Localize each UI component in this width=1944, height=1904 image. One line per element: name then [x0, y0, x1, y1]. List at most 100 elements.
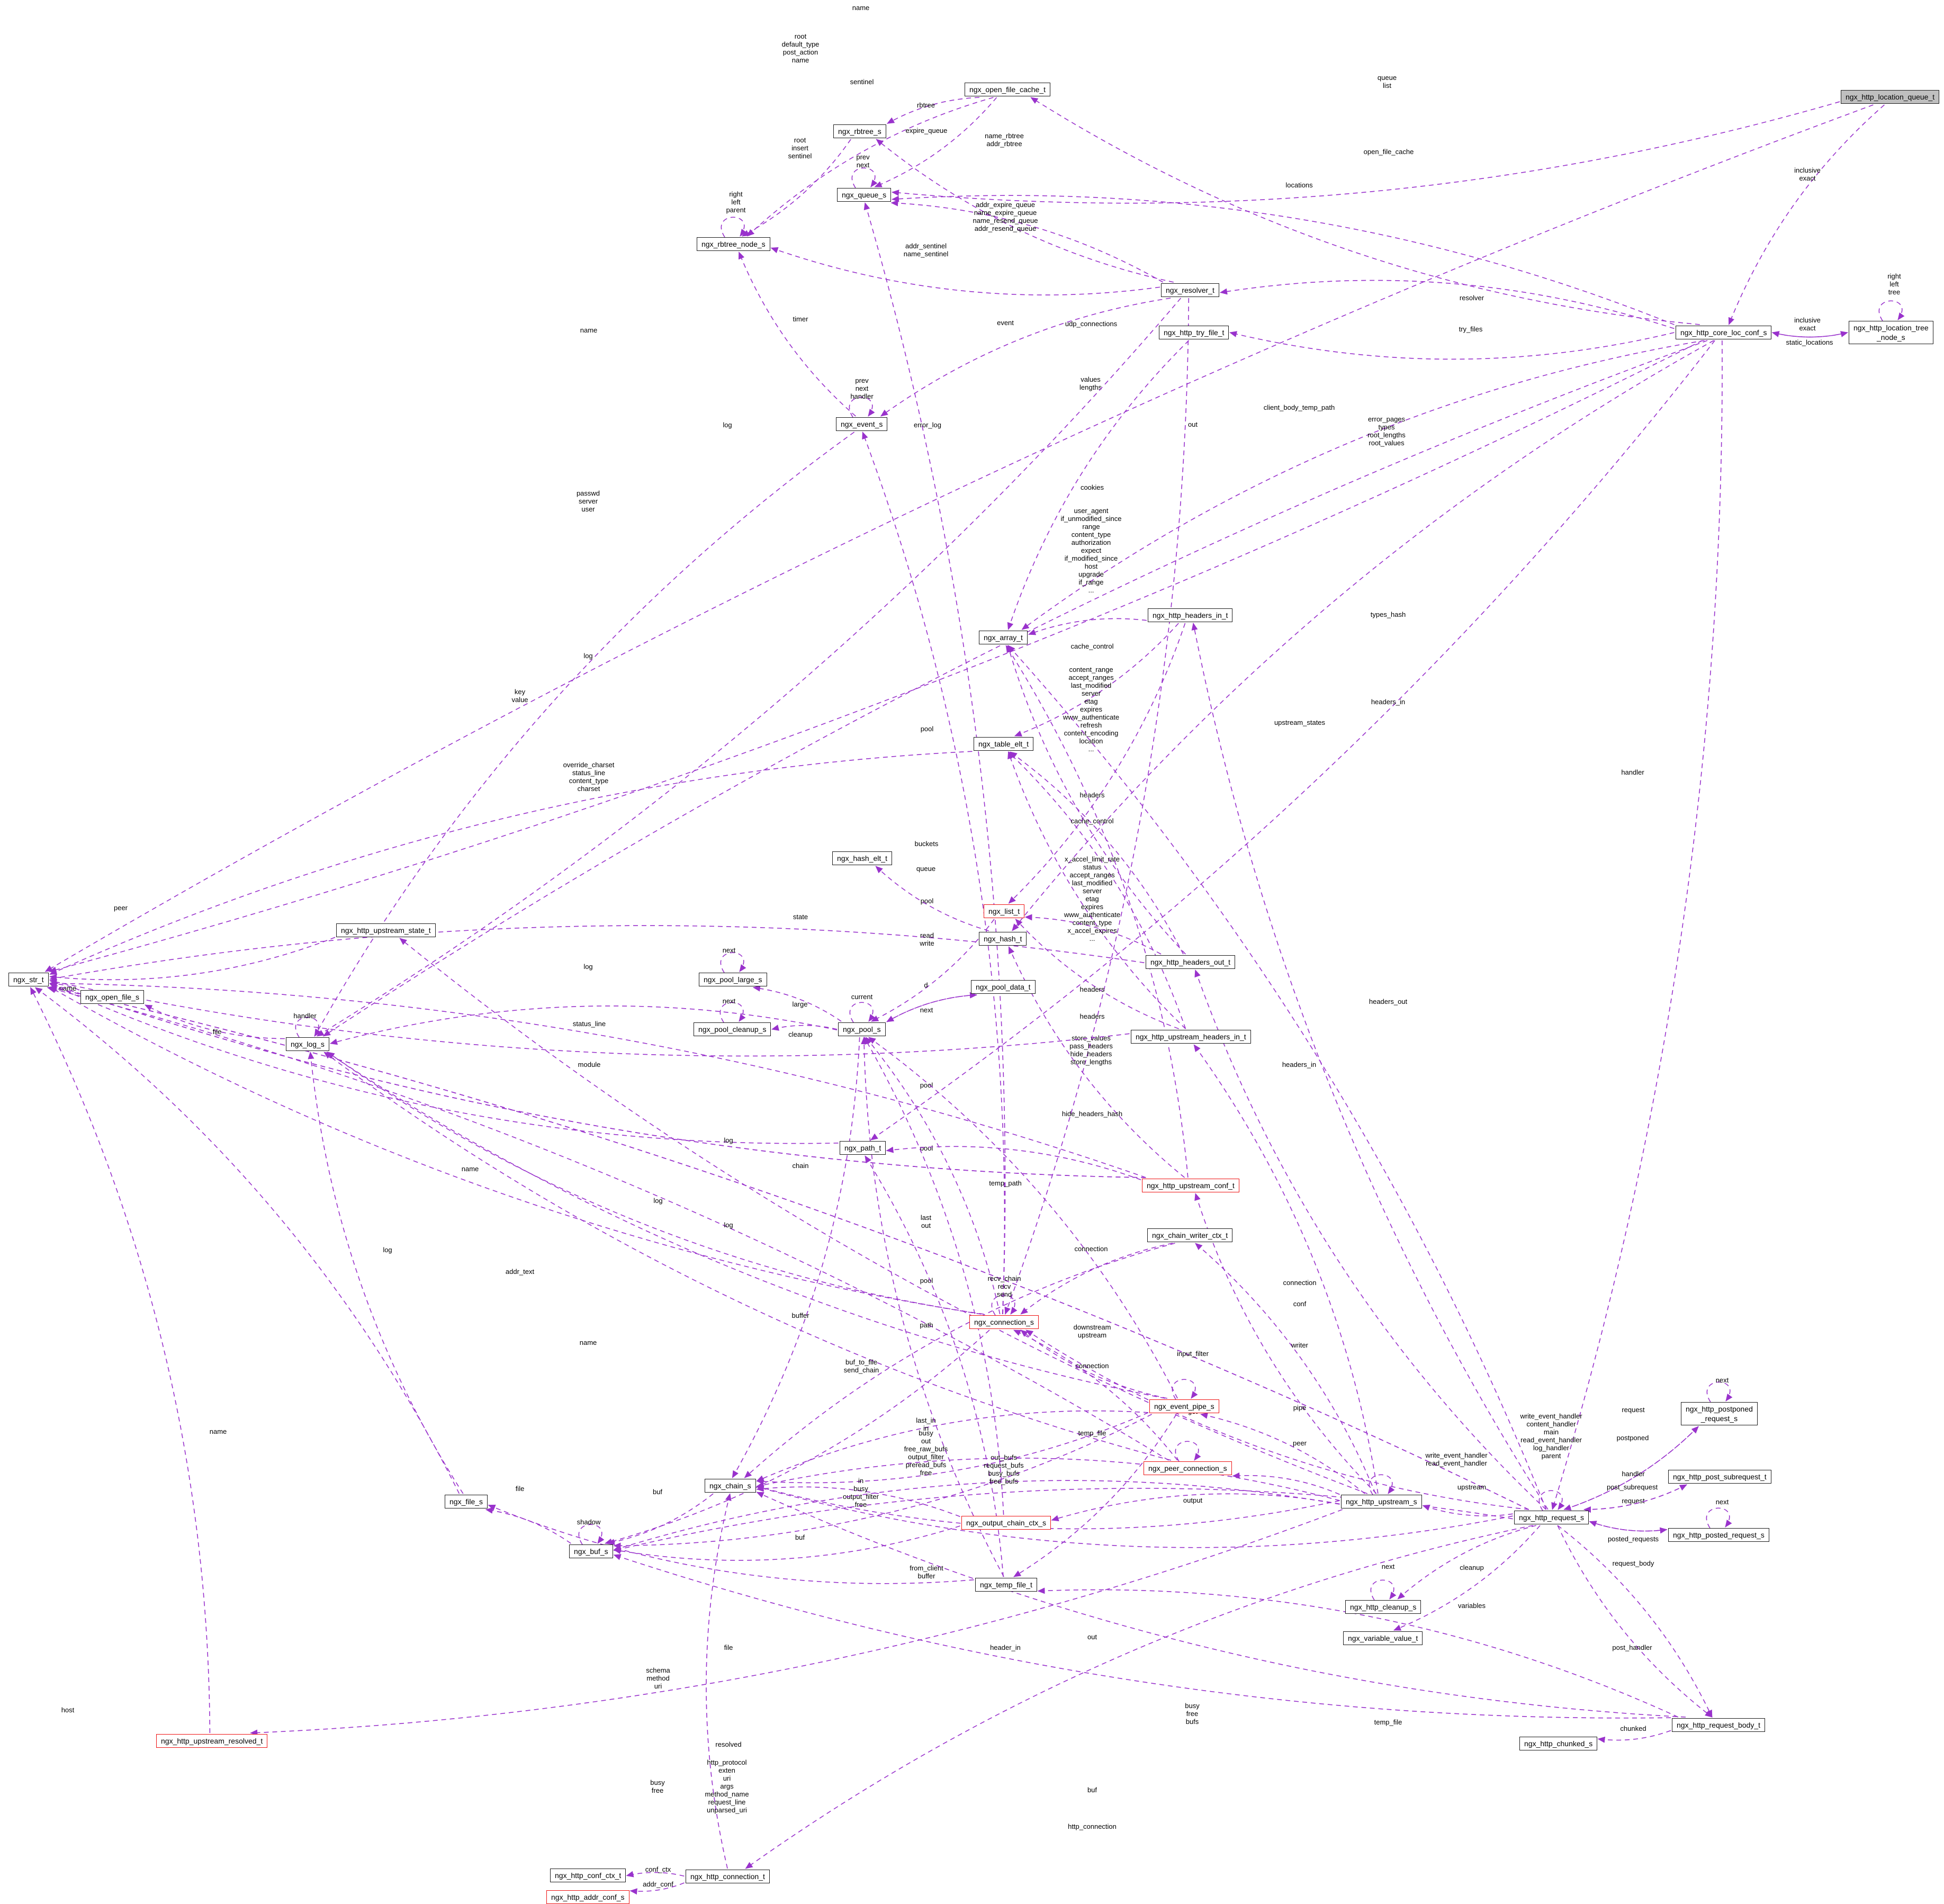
edge-label: log: [723, 421, 732, 429]
node-confctx[interactable]: ngx_http_conf_ctx_t: [550, 1869, 626, 1883]
node-rbtree[interactable]: ngx_rbtree_s: [833, 124, 886, 139]
node-cwctx[interactable]: ngx_chain_writer_ctx_t: [1147, 1228, 1233, 1243]
edge-request-httpconn: [745, 1525, 1533, 1869]
edge-uconf-hash: [1008, 946, 1185, 1178]
node-chunked[interactable]: ngx_http_chunked_s: [1519, 1737, 1598, 1751]
edge-label: connection: [1283, 1279, 1317, 1287]
edge-pool-pooldata: [886, 992, 977, 1022]
edge-rbtree-rbnode: [741, 139, 851, 237]
node-hashelt[interactable]: ngx_hash_elt_t: [832, 851, 892, 866]
edge-uconf-str: [49, 980, 1146, 1178]
node-tempfile[interactable]: ngx_temp_file_t: [975, 1578, 1037, 1592]
node-hin[interactable]: ngx_http_headers_in_t: [1148, 608, 1233, 623]
node-postponed[interactable]: ngx_http_postponed _request_s: [1681, 1402, 1758, 1426]
node-path[interactable]: ngx_path_t: [840, 1141, 886, 1155]
node-varval[interactable]: ngx_variable_value_t: [1343, 1631, 1423, 1646]
node-plarge[interactable]: ngx_pool_large_s: [699, 973, 767, 987]
node-log[interactable]: ngx_log_s: [286, 1037, 329, 1052]
node-reqbody[interactable]: ngx_http_request_body_t: [1672, 1718, 1766, 1732]
edge-clconf-resolver: [1220, 280, 1675, 329]
node-pcleanup[interactable]: ngx_pool_cleanup_s: [694, 1022, 771, 1037]
edge-label: try_files: [1459, 325, 1483, 333]
edge-request-chain: [756, 1485, 1513, 1548]
edge-label: udp_connections: [1065, 320, 1118, 328]
node-pipe[interactable]: ngx_event_pipe_s: [1149, 1399, 1219, 1414]
node-array[interactable]: ngx_array_t: [979, 631, 1028, 645]
node-httpconn[interactable]: ngx_http_connection_t: [686, 1870, 770, 1884]
node-pool[interactable]: ngx_pool_s: [838, 1022, 886, 1037]
node-postsub[interactable]: ngx_http_post_subrequest_t: [1668, 1470, 1771, 1484]
edge-upstream-cwctx: [1195, 1243, 1376, 1494]
edge-upstream-peer: [1232, 1472, 1340, 1495]
edge-upstream-upstream: [1369, 1474, 1395, 1495]
node-request[interactable]: ngx_http_request_s: [1514, 1511, 1589, 1525]
edge-tempfile-file: [488, 1504, 974, 1584]
edge-clconf-request: [1551, 340, 1723, 1510]
edge-ofcache-rbtree: [887, 97, 980, 124]
node-posted[interactable]: ngx_http_posted_request_s: [1668, 1528, 1769, 1542]
edge-httpconn-addrconf: [629, 1882, 685, 1895]
node-conn[interactable]: ngx_connection_s: [969, 1315, 1039, 1330]
edge-label: buffer: [791, 1312, 809, 1319]
node-tryfile[interactable]: ngx_http_try_file_t: [1159, 326, 1229, 340]
edge-label: posted_requests: [1608, 1535, 1659, 1543]
edge-reqbody-tempfile: [1037, 1587, 1679, 1718]
node-rbnode[interactable]: ngx_rbtree_node_s: [697, 237, 770, 252]
node-hout[interactable]: ngx_http_headers_out_t: [1146, 955, 1236, 969]
node-uhin[interactable]: ngx_http_upstream_headers_in_t: [1131, 1030, 1251, 1044]
node-clconf[interactable]: ngx_http_core_loc_conf_s: [1676, 326, 1772, 340]
node-buf[interactable]: ngx_buf_s: [569, 1544, 613, 1559]
edge-label: log: [583, 963, 592, 971]
node-chain[interactable]: ngx_chain_s: [705, 1479, 756, 1493]
edge-label: pool: [921, 725, 934, 733]
node-hash[interactable]: ngx_hash_t: [979, 932, 1027, 946]
edge-label: next: [1716, 1498, 1729, 1506]
node-upstate[interactable]: ngx_http_upstream_state_t: [336, 923, 436, 938]
edge-label: name: [852, 4, 870, 12]
node-peer[interactable]: ngx_peer_connection_s: [1144, 1461, 1232, 1476]
edge-label: name: [59, 984, 77, 992]
node-openfile[interactable]: ngx_open_file_s: [80, 990, 144, 1004]
edge-tempfile-pool: [861, 1037, 1004, 1577]
edge-label: post_handler: [1612, 1643, 1652, 1651]
node-file[interactable]: ngx_file_s: [445, 1495, 488, 1509]
edge-label: status_line: [573, 1020, 606, 1028]
node-tableelt[interactable]: ngx_table_elt_t: [974, 737, 1033, 751]
edge-path-str: [49, 983, 839, 1144]
edge-label: temp_file: [1374, 1718, 1402, 1726]
node-event[interactable]: ngx_event_s: [836, 417, 888, 432]
node-cleanup[interactable]: ngx_http_cleanup_s: [1345, 1600, 1421, 1614]
edge-label: temp_file: [1078, 1429, 1106, 1437]
node-upstream[interactable]: ngx_http_upstream_s: [1341, 1495, 1422, 1509]
edge-request-hout: [1194, 969, 1546, 1510]
node-addrconf[interactable]: ngx_http_addr_conf_s: [546, 1890, 629, 1904]
edge-label: sentinel: [850, 78, 874, 86]
node-locq[interactable]: ngx_http_location_queue_t: [1841, 90, 1940, 104]
edge-uconf-path: [886, 1146, 1141, 1180]
node-octx[interactable]: ngx_output_chain_ctx_s: [961, 1516, 1051, 1530]
edge-label: postponed: [1617, 1434, 1649, 1442]
node-list[interactable]: ngx_list_t: [984, 904, 1025, 919]
node-ofcache[interactable]: ngx_open_file_cache_t: [965, 83, 1051, 97]
edge-label: rbtree: [917, 101, 935, 109]
node-resolver[interactable]: ngx_resolver_t: [1161, 283, 1219, 298]
edge-label: peer: [114, 904, 128, 912]
node-queue[interactable]: ngx_queue_s: [837, 188, 892, 202]
edge-label: buf: [795, 1533, 805, 1541]
node-pooldata[interactable]: ngx_pool_data_t: [971, 980, 1036, 994]
edge-reqbody-chain: [756, 1492, 1686, 1718]
node-str[interactable]: ngx_str_t: [8, 973, 49, 987]
edge-cleanup-cleanup: [1370, 1579, 1397, 1601]
edge-pool-pool: [849, 1002, 876, 1023]
node-uconf[interactable]: ngx_http_upstream_conf_t: [1142, 1179, 1239, 1193]
node-uresolved[interactable]: ngx_http_upstream_resolved_t: [156, 1734, 268, 1748]
edge-queue-queue: [851, 167, 878, 188]
edge-label: cache_control: [1071, 817, 1114, 825]
node-loctree[interactable]: ngx_http_location_tree _node_s: [1849, 321, 1933, 345]
